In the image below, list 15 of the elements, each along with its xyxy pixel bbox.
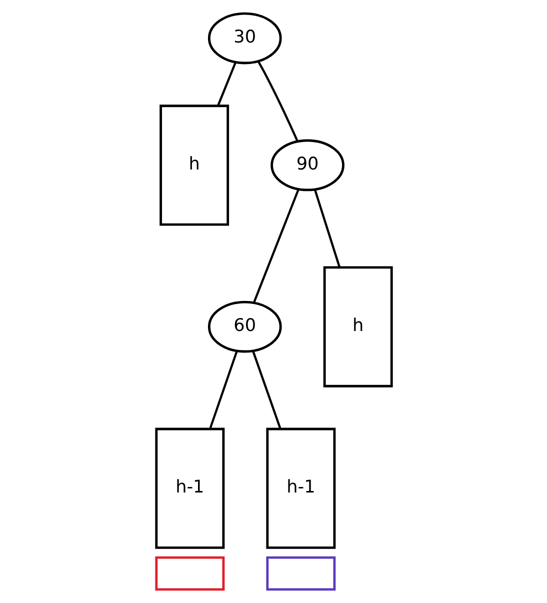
connector — [313, 189, 340, 268]
node-box: h-1 — [154, 428, 224, 549]
connector — [256, 61, 298, 142]
connector — [252, 350, 281, 430]
connector — [208, 350, 238, 430]
connector — [216, 62, 236, 106]
node-ellipse: 60 — [207, 300, 282, 353]
node-box — [266, 556, 336, 591]
node-box: h-1 — [266, 428, 336, 549]
node-ellipse: 30 — [207, 12, 282, 64]
connector — [252, 189, 299, 303]
node-ellipse: 90 — [270, 139, 344, 192]
node-box: h — [322, 266, 392, 388]
node-box — [154, 556, 224, 591]
node-box: h — [159, 104, 229, 226]
